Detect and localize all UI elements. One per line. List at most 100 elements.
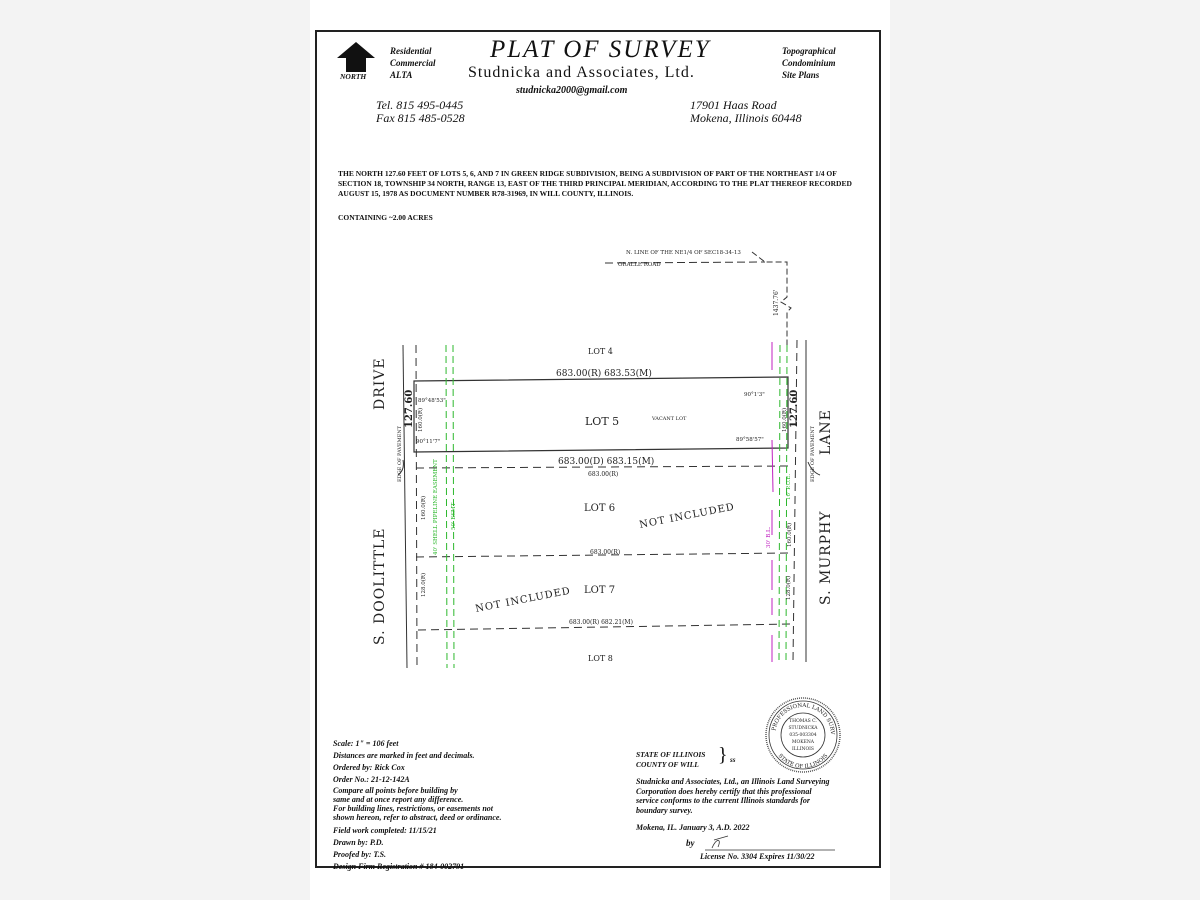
lot7-west-record: 128.0(R): [420, 573, 427, 597]
county-label: COUNTY OF WILL: [636, 760, 699, 769]
doolittle-row: [415, 344, 418, 669]
lot5-boundary: [413, 376, 789, 453]
service-site-plans: Site Plans: [782, 70, 820, 80]
pavement-leaders: [397, 459, 821, 476]
phone: Tel. 815 495-0445: [376, 98, 464, 112]
west-dimension: 127.60: [404, 390, 415, 428]
services-left: Residential Commercial ALTA: [390, 45, 436, 81]
services-right: Topographical Condominium Site Plans: [782, 45, 836, 81]
tie-line: [751, 251, 792, 345]
setback-line: [771, 342, 774, 662]
company-email: studnicka2000@gmail.com: [516, 85, 628, 96]
legal-description: THE NORTH 127.60 FEET OF LOTS 5, 6, AND …: [338, 169, 852, 198]
lot5-south-dimension: 683.00(D) 683.15(M): [558, 456, 654, 467]
state-label: STATE OF ILLINOIS: [636, 750, 706, 759]
address-line2: Mokena, Illinois 60448: [690, 111, 802, 125]
plat-frame: [315, 30, 881, 868]
seal-line: 035-003304: [789, 732, 816, 738]
road-west-doolittle: S. DOOLITTLE: [372, 528, 388, 645]
lot7-label: LOT 7: [584, 585, 615, 596]
ordered-by: Ordered by: Rick Cox: [333, 763, 405, 772]
firm-registration: Design Firm Registration # 184-002791: [333, 862, 465, 871]
order-number: Order No.: 21-12-142A: [333, 775, 410, 784]
lot5-label: LOT 5: [585, 415, 619, 428]
certification-text: Studnicka and Associates, Ltd., an Illin…: [636, 777, 830, 815]
field-work-date: Field work completed: 11/15/21: [333, 826, 437, 835]
proofed-by: Proofed by: T.S.: [333, 850, 387, 859]
lot7-north-line: [415, 552, 791, 558]
compare-note: Compare all points before building by sa…: [333, 786, 501, 822]
not-included-lot6: NOT INCLUDED: [638, 502, 735, 531]
cert-line: service conforms to the current Illinois…: [636, 796, 811, 805]
edge-pavement-east: EDGE OF PAVEMENT: [810, 425, 816, 482]
lot6-south-dimension: 683.00(R): [590, 549, 620, 556]
west-record: 160.0(R): [417, 408, 424, 432]
jurisdiction: STATE OF ILLINOIS COUNTY OF WILL: [636, 750, 705, 770]
road-east-murphy: S. MURPHY: [818, 510, 834, 605]
service-topographical: Topographical: [782, 46, 836, 56]
section-line: [604, 261, 766, 264]
by-label: by: [686, 838, 695, 848]
signature: [711, 835, 729, 849]
building-line: For building lines, restrictions, or eas…: [333, 804, 494, 813]
company-name: Studnicka and Associates, Ltd.: [468, 64, 695, 81]
service-residential: Residential: [390, 46, 432, 56]
north-arrow-icon: [337, 42, 375, 72]
angle-se: 89°58'57": [736, 437, 764, 443]
seal-line: STUDNICKA: [788, 725, 818, 731]
surveyor-seal: PROFESSIONAL LAND SURVEYOR STATE OF ILLI…: [0, 0, 841, 773]
cert-line: Corporation does hereby certify that thi…: [636, 786, 812, 796]
setback-label: 30' B.L.: [766, 526, 772, 548]
east-easement-label: 16' P.U.E.: [786, 474, 792, 500]
address-line1: 17901 Haas Road: [690, 98, 777, 112]
road-top-label: ORALLE ROAD: [618, 262, 661, 268]
lot6-west-record: 160.0(R): [420, 496, 427, 520]
lot4-label: LOT 4: [588, 347, 613, 356]
fax: Fax 815 485-0528: [376, 111, 465, 125]
service-condominium: Condominium: [782, 58, 836, 68]
document-title: PLAT OF SURVEY: [490, 36, 711, 63]
service-commercial: Commercial: [390, 58, 436, 68]
survey-notes: Scale: 1" = 106 feet Distances are marke…: [333, 738, 501, 873]
angle-sw: 90°11'7": [416, 439, 440, 445]
vacant-lot-label: VACANT LOT: [651, 416, 687, 422]
drawn-by: Drawn by: P.D.: [333, 838, 384, 847]
tie-distance: 1437.76': [773, 289, 780, 316]
lot5-north-dimension: 683.00(R) 683.53(M): [556, 368, 652, 379]
seal-line: MOKENA: [792, 739, 815, 745]
acreage: CONTAINING ~2.00 ACRES: [338, 213, 433, 222]
north-label: NORTH: [340, 72, 367, 81]
easement-lines: [445, 344, 788, 669]
west-easement-label: 50' ESMT: [451, 502, 457, 530]
distances-note: Distances are marked in feet and decimal…: [333, 751, 475, 760]
pipeline-easement-label: 40' SHELL PIPELINE EASEMENT: [433, 459, 439, 555]
seal-line: THOMAS C.: [789, 718, 817, 724]
ss-label: ss: [730, 756, 736, 764]
lot7-east-record: 128.0(R): [785, 576, 792, 600]
angle-ne: 90°1'3": [744, 392, 765, 398]
cert-line: boundary survey.: [636, 805, 693, 815]
lot6-label: LOT 6: [584, 503, 615, 514]
address-block: 17901 Haas Road Mokena, Illinois 60448: [690, 99, 802, 125]
compare-line: same and at once report any difference.: [333, 795, 464, 804]
brace-icon: }: [718, 744, 728, 766]
lot6-north-dimension: 683.00(R): [588, 471, 618, 478]
lot8-north-line: [417, 623, 794, 631]
seal-line: ILLINOIS: [792, 746, 814, 752]
service-alta: ALTA: [390, 70, 413, 80]
building-line: shown hereon, refer to abstract, deed or…: [333, 813, 502, 822]
road-east-lane: LANE: [818, 409, 834, 455]
not-included-lot7: NOT INCLUDED: [474, 586, 571, 615]
lot6-north-line: [415, 465, 791, 469]
angle-nw: 89°48'53": [418, 398, 446, 404]
phone-block: Tel. 815 495-0445 Fax 815 485-0528: [376, 99, 465, 125]
road-west-drive: DRIVE: [372, 357, 388, 410]
doolittle-west-edge: [402, 344, 408, 669]
compare-line: Compare all points before building by: [333, 786, 458, 795]
section-line-label: N. LINE OF THE NE1/4 OF SEC18-34-13: [626, 250, 741, 256]
scale-note: Scale: 1" = 106 feet: [333, 739, 399, 748]
east-dimension: 127.60: [789, 390, 800, 428]
lot6-east-record: 160.0(R): [786, 523, 793, 547]
murphy-row: [792, 339, 798, 663]
